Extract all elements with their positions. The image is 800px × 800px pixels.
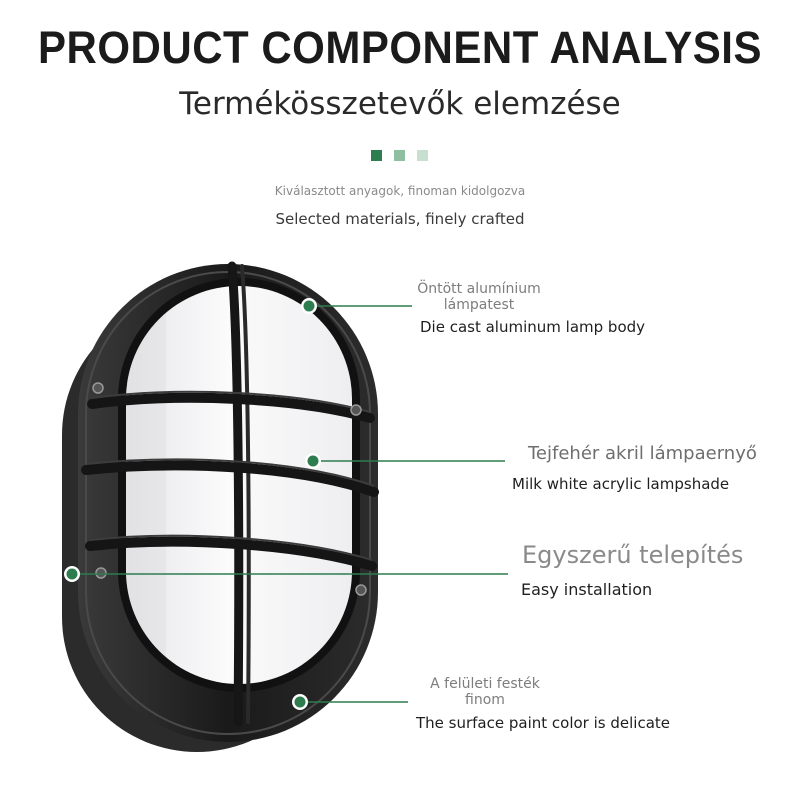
dot-medium [394,150,405,161]
tagline-english: Selected materials, finely crafted [275,210,525,228]
callout-lines [72,305,508,703]
dot-light [417,150,428,161]
tagline-hungarian: Kiválasztott anyagok, finoman kidolgozva [274,184,526,198]
callout-1-hungarian: Öntött alumínium lámpatest [417,281,541,314]
screw-icon [92,382,367,596]
callout-dots [64,298,321,710]
callout-3-hungarian: Egyszerű telepítés [522,541,744,569]
decorative-dots [371,150,428,161]
callout-4-hungarian: A felületi festék finom [430,676,540,709]
callout-4-english: The surface paint color is delicate [416,714,670,732]
page-subtitle: Termékösszetevők elemzése [179,86,621,122]
callout-2-hungarian: Tejfehér akril lámpaernyő [528,443,757,464]
page-title: PRODUCT COMPONENT ANALYSIS [38,22,762,73]
callout-1-english: Die cast aluminum lamp body [420,318,646,336]
callout-3-english: Easy installation [521,580,653,599]
dot-dark [371,150,382,161]
callout-2-english: Milk white acrylic lampshade [512,475,730,493]
protective-grille [227,261,251,727]
